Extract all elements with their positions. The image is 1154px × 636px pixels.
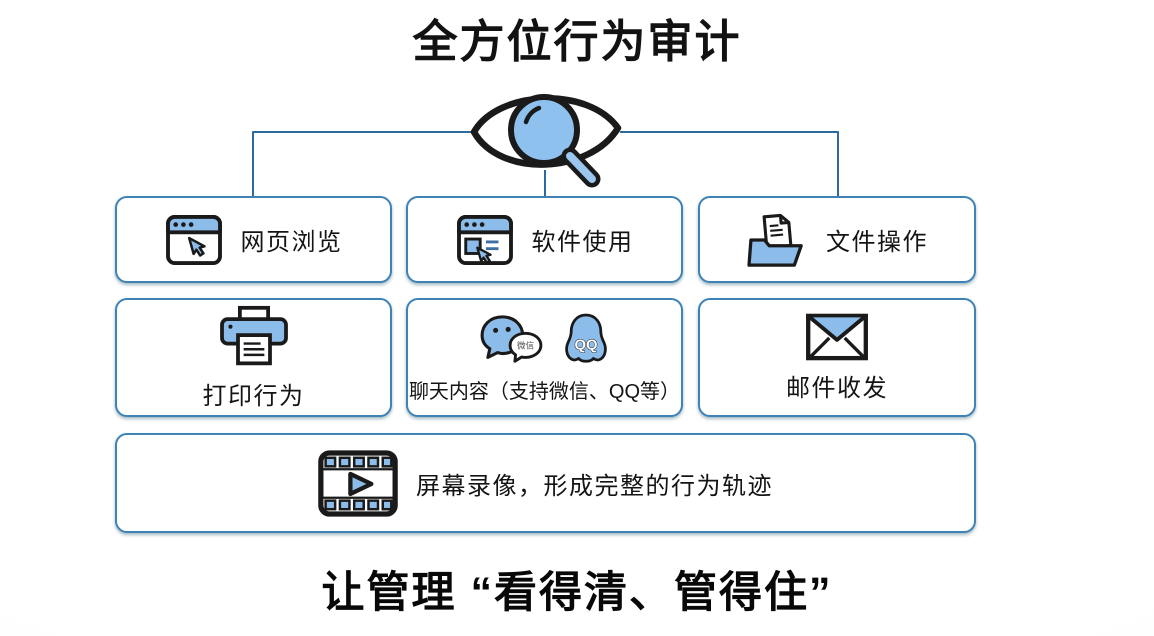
eye-magnifier-icon (468, 82, 624, 192)
card-software-usage: 软件使用 (406, 196, 683, 283)
card-web-browsing: 网页浏览 (115, 196, 392, 283)
wechat-badge-text: 微信 (516, 339, 534, 350)
card-screen-recording: 屏幕录像，形成完整的行为轨迹 (115, 433, 976, 533)
card-email: 邮件收发 (698, 298, 976, 417)
printer-icon (219, 305, 288, 365)
card-print-behavior: 打印行为 (115, 298, 392, 417)
footer-slogan: 让管理 “看得清、管得住” (321, 569, 833, 617)
card-label: 软件使用 (531, 229, 634, 256)
chat-icons: 微信 QQ (479, 312, 611, 368)
qq-icon: QQ (564, 313, 607, 363)
card-file-operations: 文件操作 (698, 196, 976, 283)
card-label: 屏幕录像，形成完整的行为轨迹 (416, 472, 773, 500)
card-label: 网页浏览 (240, 229, 343, 256)
qq-badge-text: QQ (574, 337, 597, 353)
card-chat-content: 微信 QQ 聊天内容（支持微信、QQ等） (406, 298, 683, 417)
browser-cursor-icon (165, 214, 222, 265)
card-label: 文件操作 (826, 229, 928, 256)
folder-file-icon (747, 213, 803, 267)
card-label: 邮件收发 (786, 374, 888, 402)
page-title: 全方位行为审计 (412, 16, 742, 67)
wechat-icon: 微信 (480, 314, 542, 363)
envelope-icon (806, 313, 868, 360)
film-strip-icon (318, 449, 398, 517)
app-window-cursor-icon (456, 214, 513, 265)
card-label: 聊天内容（支持微信、QQ等） (408, 380, 681, 403)
card-label: 打印行为 (202, 382, 305, 410)
